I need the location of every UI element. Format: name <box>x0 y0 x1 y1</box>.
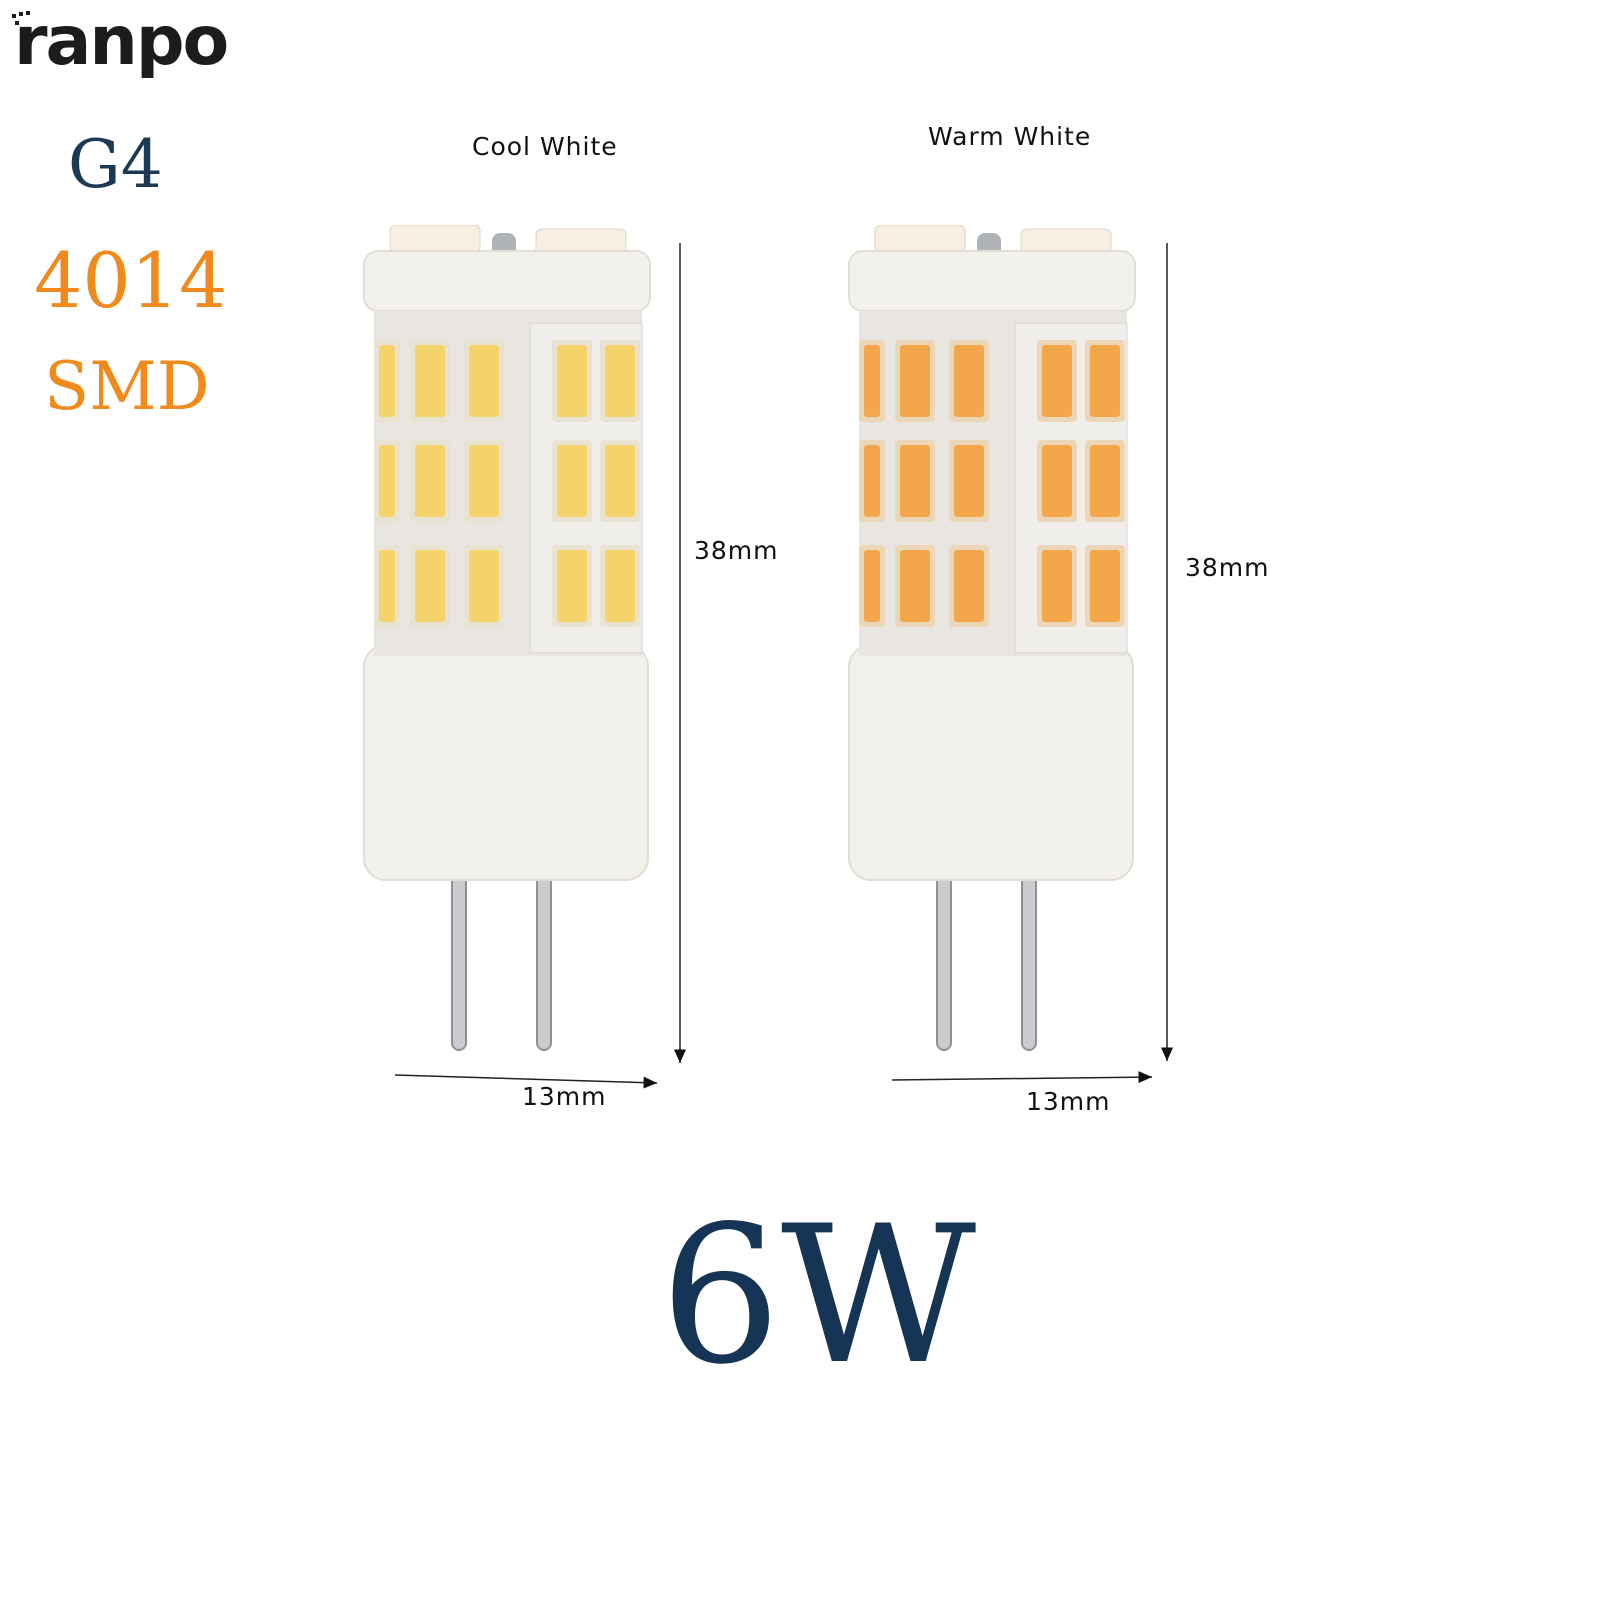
width-label-cool: 13mm <box>522 1082 607 1111</box>
width-label-warm: 13mm <box>1026 1087 1111 1116</box>
height-label-warm: 38mm <box>1185 553 1270 582</box>
led-chip <box>1090 550 1120 622</box>
led-chip <box>415 445 445 517</box>
led-chip <box>379 550 395 622</box>
led-chip <box>864 445 880 517</box>
led-chip <box>469 345 499 417</box>
led-chip <box>415 550 445 622</box>
led-chip <box>900 445 930 517</box>
led-chip <box>379 445 395 517</box>
variant-title-warm: Warm White <box>928 122 1092 151</box>
led-chip <box>954 550 984 622</box>
width-line-cool <box>394 1074 658 1089</box>
height-label-cool: 38mm <box>694 536 779 565</box>
chip-type-label: SMD <box>44 348 210 425</box>
brand-logo: ranpo <box>14 2 229 81</box>
variant-title-cool: Cool White <box>472 132 618 161</box>
led-chip <box>1090 345 1120 417</box>
base-type-label: G4 <box>68 126 163 203</box>
width-line-warm <box>891 1071 1153 1084</box>
led-chip <box>415 345 445 417</box>
led-chip <box>864 345 880 417</box>
led-chip <box>954 445 984 517</box>
led-chip <box>557 550 587 622</box>
led-chip <box>557 445 587 517</box>
led-chip <box>469 445 499 517</box>
chip-model-label: 4014 <box>34 236 228 325</box>
led-chip <box>1090 445 1120 517</box>
logo-dots-icon <box>12 11 30 25</box>
led-chip <box>379 345 395 417</box>
led-chip <box>954 345 984 417</box>
led-chip <box>900 345 930 417</box>
led-chip <box>900 550 930 622</box>
led-chip <box>605 550 635 622</box>
led-chip <box>605 445 635 517</box>
bulb-image-warm <box>848 225 1136 1051</box>
led-chip <box>469 550 499 622</box>
led-chip <box>1042 445 1072 517</box>
power-rating: 6W <box>660 1185 977 1406</box>
led-chip <box>605 345 635 417</box>
led-chip <box>557 345 587 417</box>
led-chip <box>1042 550 1072 622</box>
led-chip <box>864 550 880 622</box>
led-chip <box>1042 345 1072 417</box>
bulb-image-cool <box>363 225 651 1051</box>
